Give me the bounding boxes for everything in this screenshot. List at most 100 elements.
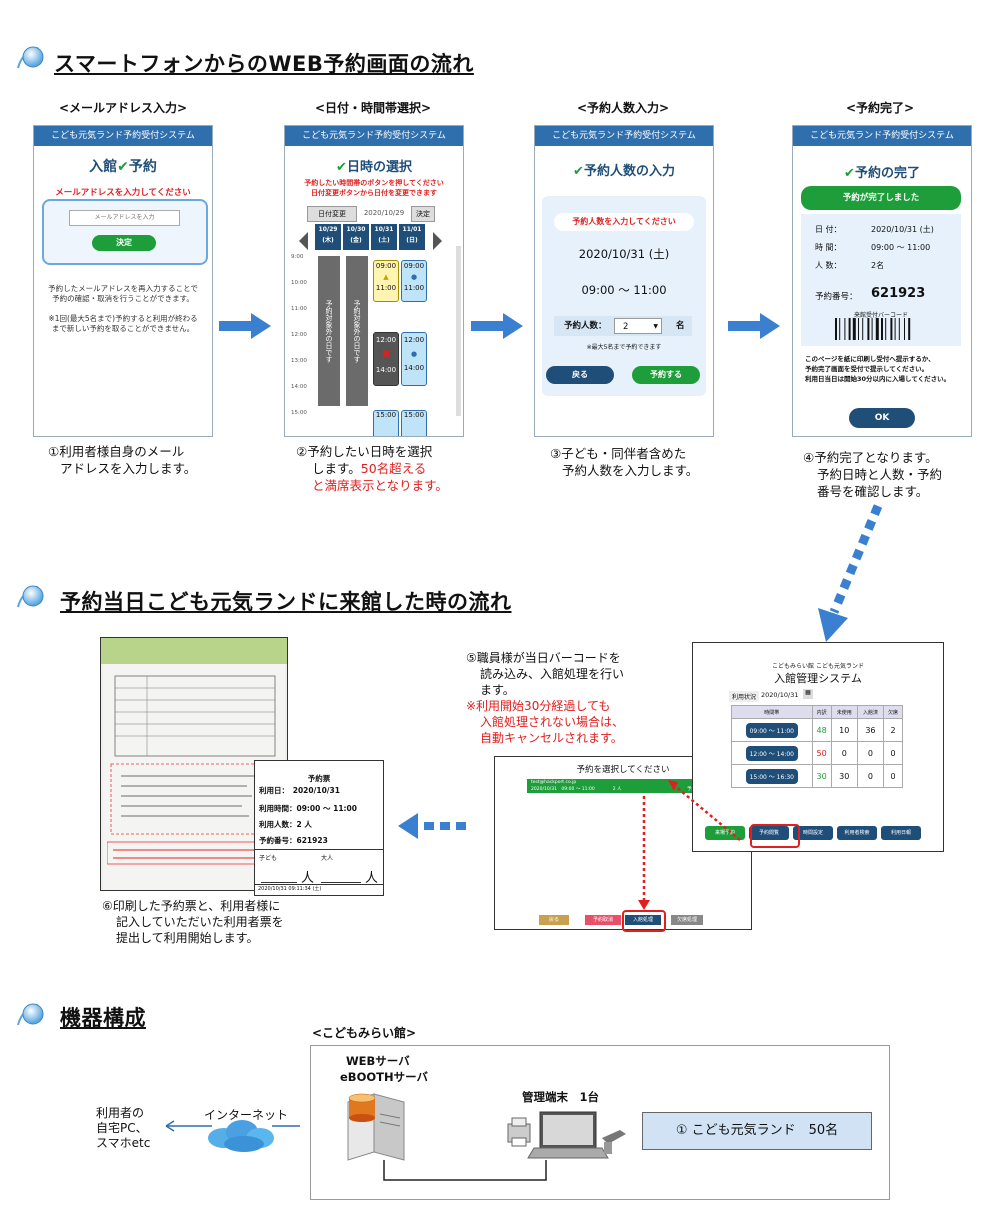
caption-step6: ⑥印刷した予約票と、利用者様に 記入していただいた利用者票を 提出して利用開始し… xyxy=(102,898,284,946)
p4-note3: 利用日当日は開始30分以内に入場してください。 xyxy=(805,375,951,383)
phone-datetime-screen: こども元気ランド予約受付システム ✔日時の選択 予約したい時間帯のボタンを押して… xyxy=(284,125,464,437)
slot-1031-late[interactable]: 15:00 xyxy=(373,410,399,436)
p4-note1: このページを紙に印刷し受付へ提示するか、 xyxy=(805,355,935,363)
p1-note3: ※1回(最大5名まで)予約すると利用が終わる xyxy=(48,314,198,323)
scan-back-button[interactable]: 戻る xyxy=(539,915,569,925)
p1-note4: まで新しい予約を取ることができません。 xyxy=(51,324,195,333)
p2-red2: 日付変更ボタンから日付を変更できます xyxy=(311,189,437,197)
people-select[interactable]: 2▼ xyxy=(614,318,662,334)
caption-step3: ③子ども・同伴者含めた 予約人数を入力します。 xyxy=(550,445,698,479)
dashed-left-arrow-icon xyxy=(398,813,466,839)
mgmt-button[interactable]: 予約閲覧 xyxy=(749,826,789,840)
site-box xyxy=(310,1045,890,1200)
p1-title: 入館 xyxy=(89,159,118,175)
user-line: 利用者の xyxy=(96,1106,145,1120)
dotted-arrow-icon xyxy=(818,504,883,642)
checkin-button[interactable]: 入館処理 xyxy=(625,915,661,925)
slot-1101-late[interactable]: 15:00 xyxy=(401,410,427,436)
p3-label: 予約人数： xyxy=(564,321,607,331)
email-submit-button[interactable]: 決定 xyxy=(92,235,156,251)
full-cross-icon: ✖ xyxy=(380,347,392,361)
barcode-icon xyxy=(835,318,911,340)
caption-line: ⑥印刷した予約票と、利用者様に xyxy=(102,899,281,913)
email-input[interactable] xyxy=(69,210,180,226)
calendar-icon[interactable]: ▦ xyxy=(803,689,813,699)
p3-unit: 名 xyxy=(676,321,685,331)
reserve-button[interactable]: 予約する xyxy=(632,366,700,384)
p3-title: 予約人数の入力 xyxy=(583,164,675,179)
circle-icon: ● xyxy=(410,350,418,358)
time-slot-label: 15:00 ～ 16:30 xyxy=(745,768,798,784)
scan-cancel-button[interactable]: 予約取消 xyxy=(585,915,621,925)
slot-start: 12:00 xyxy=(375,336,397,344)
count-entered: 0 xyxy=(856,764,885,788)
phone-bar: こども元気ランド予約受付システム xyxy=(535,126,713,146)
caption-line: 読み込み、入館処理を行い xyxy=(480,667,625,681)
phone-bar: こども元気ランド予約受付システム xyxy=(34,126,212,146)
ok-button[interactable]: OK xyxy=(849,408,915,428)
slot-1031-am[interactable]: 09:00▲11:00 xyxy=(373,260,399,302)
check-icon: ✔ xyxy=(844,166,855,181)
ticket-adult: 大人 xyxy=(321,855,334,862)
caption-step5: ⑤職員様が当日バーコードを 読み込み、入館処理を行い ます。 ※利用開始30分経… xyxy=(466,650,624,746)
closed-day-column: 予約対象外の日です xyxy=(346,256,368,406)
p4-title: 予約の完了 xyxy=(854,166,920,181)
ticket-unit: 人 xyxy=(365,871,379,886)
time-slot-button[interactable]: 09:00 ～ 11:00 xyxy=(731,718,813,742)
slot-start: 09:00 xyxy=(403,262,425,270)
p1-title2: 予約 xyxy=(128,159,157,175)
time-label: 13:00 xyxy=(291,358,307,364)
people-panel: 予約人数を入力してください 2020/10/31 (土) 09:00 ～ 11:… xyxy=(542,196,706,396)
absent-button[interactable]: 欠席処理 xyxy=(671,915,703,925)
count-total: 50 xyxy=(811,741,832,765)
ticket-child: 子ども xyxy=(259,855,278,862)
caption-red: 50名超える xyxy=(360,461,427,476)
p4-num: 621923 xyxy=(871,286,926,301)
ticket-title: 予約票 xyxy=(307,774,331,783)
mgmt-button[interactable]: 利用者検索 xyxy=(837,826,877,840)
p3-date: 2020/10/31 (土) xyxy=(578,247,670,261)
phone-bar: こども元気ランド予約受付システム xyxy=(793,126,971,146)
server-label-2: eBOOTHサーバ xyxy=(340,1070,428,1084)
phone-bar: こども元気ランド予約受付システム xyxy=(285,126,463,146)
date-ok-button[interactable]: 決定 xyxy=(411,206,435,222)
slot-1101-pm[interactable]: 12:00●14:00 xyxy=(401,332,427,386)
back-button[interactable]: 戻る xyxy=(546,366,614,384)
slot-1101-am[interactable]: 09:00●11:00 xyxy=(401,260,427,302)
count-total: 48 xyxy=(811,718,832,742)
people-value: 2 xyxy=(623,322,629,332)
warn-icon: ▲ xyxy=(383,273,389,281)
caption-line: ③子ども・同伴者含めた xyxy=(550,446,687,461)
time-slot-button[interactable]: 15:00 ～ 16:30 xyxy=(731,764,813,788)
ticket-date: 利用日： 2020/10/31 xyxy=(259,786,340,795)
count-absent: 2 xyxy=(883,718,903,742)
user-label: 利用者の 自宅PC、 スマホetc xyxy=(96,1106,150,1151)
slot-end: 14:00 xyxy=(375,366,397,374)
p1-note1: 予約したメールアドレスを再入力することで xyxy=(48,284,198,293)
mgmt-button[interactable]: 時間設定 xyxy=(793,826,833,840)
mgmt-button[interactable]: 利用日報 xyxy=(881,826,921,840)
caption-line: 予約人数を入力します。 xyxy=(562,463,699,478)
mgmt-head: 時間帯 xyxy=(731,705,813,719)
caption-red: 入館処理されない場合は、 xyxy=(480,715,625,729)
step-head-email: <メールアドレス入力> xyxy=(58,101,188,115)
ticket-people: 利用人数：2 人 xyxy=(259,820,312,829)
date-field[interactable]: 2020/10/29 xyxy=(363,209,405,217)
ticket-num: 予約番号：621923 xyxy=(259,836,328,845)
caption-step4: ④予約完了となります。 予約日時と人数・予約 番号を確認します。 xyxy=(803,449,942,500)
count-unused: 10 xyxy=(830,718,858,742)
next-arrow-icon[interactable] xyxy=(433,232,442,250)
prev-arrow-icon[interactable] xyxy=(299,232,308,250)
p1-prompt: メールアドレスを入力してください xyxy=(55,188,191,198)
caption-line: 予約日時と人数・予約 xyxy=(817,467,943,482)
date-change-button[interactable]: 日付変更 xyxy=(307,206,357,222)
caption-step1: ①利用者様自身のメール アドレスを入力します。 xyxy=(48,443,196,477)
scrollbar[interactable] xyxy=(456,246,461,416)
mgmt-date[interactable]: 2020/10/31 xyxy=(761,691,799,699)
p2-red1: 予約したい時間帯のボタンを押してください xyxy=(304,179,444,187)
scan-row-email: test@hackport.co.jp xyxy=(531,780,577,785)
